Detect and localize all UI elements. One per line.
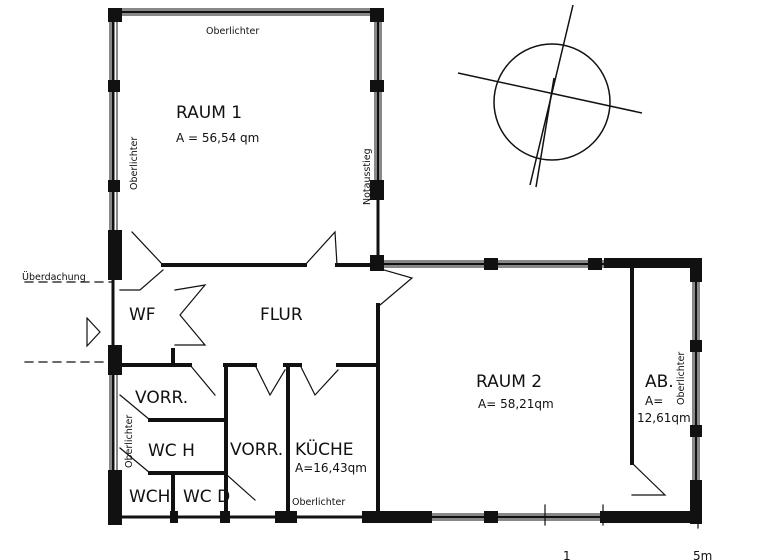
scale-label-1: 1	[563, 549, 571, 560]
compass-cross-line	[457, 72, 643, 114]
compass-north-line-2	[535, 77, 555, 188]
room-area-raum1: A = 56,54 qm	[176, 131, 259, 145]
room-name-vorr-1: VORR.	[135, 388, 188, 408]
label-oberlichter-left: Oberlichter	[129, 137, 140, 190]
scale-label-5m: 5m	[693, 549, 712, 560]
label-oberlichter-bottom: Oberlichter	[292, 497, 345, 508]
room-area-kueche: A=16,43qm	[295, 461, 367, 475]
room-name-ab: AB.	[645, 372, 674, 392]
room-area-raum2: A= 58,21qm	[478, 397, 554, 411]
room-name-raum1: RAUM 1	[176, 103, 242, 123]
room-name-vorr-2: VORR.	[230, 440, 283, 460]
label-oberlichter-wc: Oberlichter	[124, 415, 135, 468]
room-area-ab: 12,61qm	[637, 411, 691, 425]
label-oberlichter-right: Oberlichter	[676, 352, 687, 405]
room-name-wch-lower: WCH	[129, 487, 170, 507]
label-ueberdachung: Überdachung	[22, 272, 86, 283]
compass-circle	[493, 43, 611, 161]
room-name-wch-upper: WC H	[148, 441, 195, 461]
room-name-wf: WF	[129, 305, 156, 325]
label-notausstieg: Notausstieg	[362, 148, 373, 205]
room-name-wcd: WC D	[183, 487, 230, 507]
room-area-label-ab: A=	[645, 394, 663, 408]
north-arrow-compass	[457, 4, 643, 188]
walls	[24, 8, 702, 529]
room-name-kueche: KÜCHE	[295, 438, 354, 460]
room-name-raum2: RAUM 2	[476, 372, 542, 392]
room-name-flur: FLUR	[260, 305, 303, 325]
label-oberlichter-top: Oberlichter	[206, 26, 259, 37]
